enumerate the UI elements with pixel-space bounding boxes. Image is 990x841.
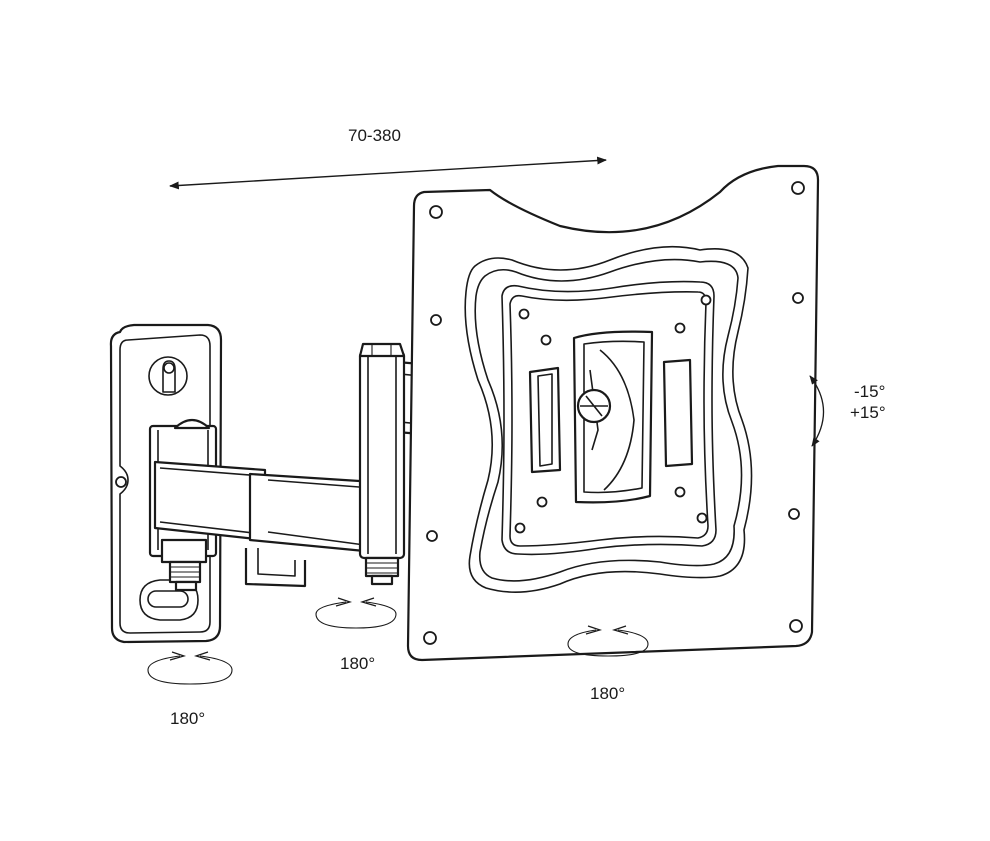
tv-mounting-plate <box>406 164 820 662</box>
arm-swivel-label: 180° <box>340 654 376 673</box>
tilt-arc-arrow <box>809 375 825 447</box>
tilt-minus-label: -15° <box>854 382 886 401</box>
keyhole-slot <box>148 356 188 396</box>
tilt-plus-label: +15° <box>850 403 886 422</box>
wall-plate-side-hole <box>115 476 127 488</box>
swivel-arrow-arm <box>315 597 397 629</box>
extension-range-label: 70-380 <box>348 126 401 145</box>
tilt-bracket <box>572 330 654 504</box>
arm-elbow-pivot <box>358 342 406 586</box>
swivel-arrow-wall <box>147 651 233 685</box>
bottom-mounting-slot <box>139 579 199 621</box>
extension-dimension-arrow <box>169 156 607 190</box>
plate-swivel-label: 180° <box>590 684 626 703</box>
swivel-arrow-plate <box>567 625 649 657</box>
wall-swivel-label: 180° <box>170 709 206 728</box>
